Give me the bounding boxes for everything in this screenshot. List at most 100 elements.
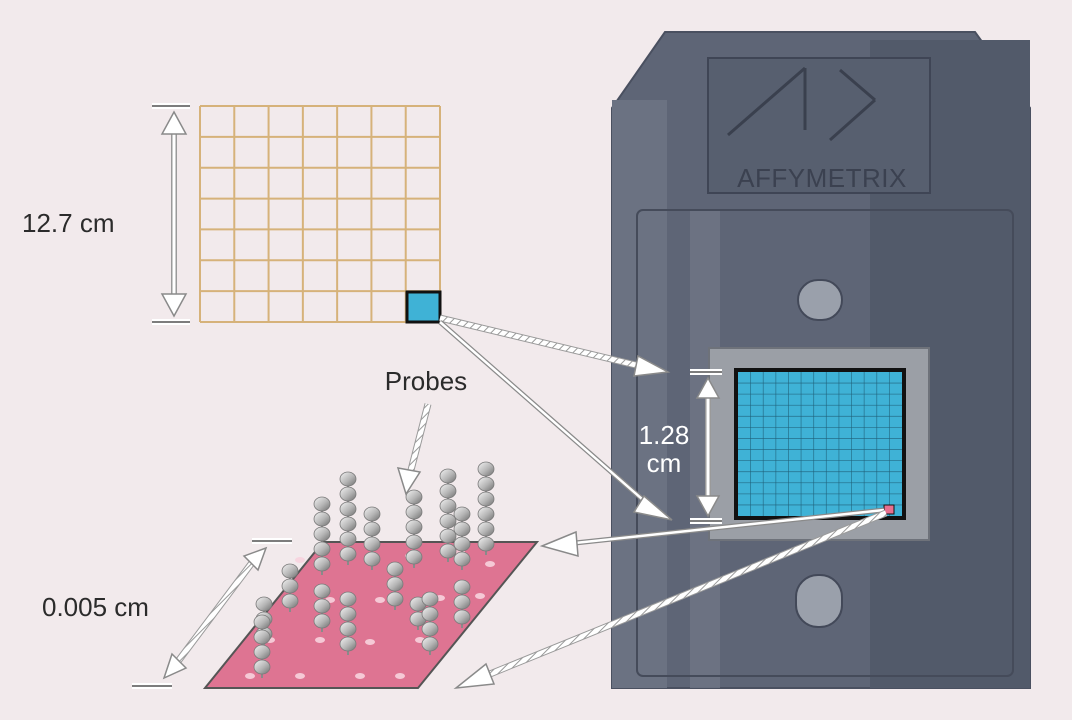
wafer-height-label: 12.7 cm	[22, 208, 115, 238]
probe-bead	[477, 506, 495, 522]
probe-strand	[253, 614, 271, 678]
probe-bead	[339, 606, 357, 622]
arrowhead-icon	[539, 530, 579, 558]
chip-dimension	[690, 369, 722, 524]
probe-bead	[281, 578, 299, 594]
probe-strand	[313, 583, 331, 632]
probe-bead	[281, 563, 299, 579]
probe-bead	[405, 504, 423, 520]
wafer-grid	[199, 105, 441, 323]
down-arrowhead-icon	[160, 293, 188, 318]
probe-bead	[421, 621, 439, 637]
probe-bead	[477, 521, 495, 537]
probe-strand	[281, 563, 299, 612]
attachment-dot	[295, 557, 305, 563]
probe-bead	[363, 536, 381, 552]
probe-bead	[421, 606, 439, 622]
probe-bead	[281, 593, 299, 609]
probe-bead	[453, 536, 471, 552]
probe-bead	[339, 546, 357, 562]
probe-bead	[453, 506, 471, 522]
arrowhead-icon	[632, 494, 673, 521]
probe-bead	[339, 636, 357, 652]
probe-bead	[339, 471, 357, 487]
arrowhead-icon	[633, 354, 671, 377]
probe-bead	[253, 659, 271, 675]
up-arrowhead-icon	[695, 376, 721, 399]
chip-feature-cell	[883, 504, 895, 515]
probe-bead	[339, 501, 357, 517]
probe-bead	[477, 461, 495, 477]
probe-bead	[313, 496, 331, 512]
probe-bead	[339, 516, 357, 532]
probe-strand	[386, 561, 404, 610]
wafer-highlight-cell	[405, 290, 442, 324]
probe-bead	[363, 521, 381, 537]
arrowhead-icon	[396, 467, 422, 496]
probe-strand	[339, 471, 357, 565]
probe-strand	[405, 489, 423, 568]
probe-bead	[386, 561, 404, 577]
probe-strand	[339, 591, 357, 655]
arrowhead-icon	[453, 662, 496, 690]
probe-bead	[405, 519, 423, 535]
probe-bead	[255, 596, 273, 612]
probe-bead	[313, 511, 331, 527]
chip-array-grid	[738, 372, 902, 516]
feature-height-label: 0.005 cm	[42, 592, 149, 622]
probe-bead	[477, 491, 495, 507]
probe-bead	[313, 613, 331, 629]
probe-bead	[421, 591, 439, 607]
probe-bead	[313, 541, 331, 557]
probe-bead	[439, 483, 457, 499]
probe-strand	[439, 468, 457, 562]
chip-body-left-shade	[612, 100, 667, 688]
wafer-dimension	[152, 103, 190, 325]
wafer	[199, 105, 442, 324]
feature-dimension	[132, 538, 292, 689]
connector-arrows	[438, 314, 888, 690]
probe-bead	[453, 579, 471, 595]
attachment-dot	[375, 597, 385, 603]
probe-strand	[453, 579, 471, 628]
probe-bead	[313, 556, 331, 572]
probe-strand	[477, 461, 495, 555]
chip-top-hole	[797, 279, 843, 321]
probe-bead	[439, 513, 457, 529]
probe-bead	[439, 468, 457, 484]
probe-strand	[453, 506, 471, 570]
probe-bead	[339, 531, 357, 547]
probe-bead	[453, 609, 471, 625]
probe-bead	[339, 621, 357, 637]
probe-bead	[439, 543, 457, 559]
probe-bead	[405, 549, 423, 565]
probes-label: Probes	[385, 366, 467, 396]
chip-brand-text: AFFYMETRIX	[737, 163, 907, 193]
probe-bead	[253, 614, 271, 630]
attachment-dot	[485, 561, 495, 567]
probe-bead	[339, 591, 357, 607]
probe-bead	[363, 506, 381, 522]
probe-bead	[339, 486, 357, 502]
probe-bead	[453, 551, 471, 567]
probe-bead	[477, 536, 495, 552]
probe-bead	[477, 476, 495, 492]
attachment-dot	[245, 673, 255, 679]
probe-bead	[453, 521, 471, 537]
probe-strand	[421, 591, 439, 655]
attachment-dot	[475, 593, 485, 599]
probe-bead	[313, 526, 331, 542]
probe-bead	[313, 598, 331, 614]
chip-array	[734, 368, 906, 520]
chip-height-label-line1: 1.28	[639, 420, 690, 450]
attachment-dot	[365, 639, 375, 645]
probe-bead	[253, 629, 271, 645]
probe-strand	[313, 496, 331, 575]
down-arrowhead-icon	[162, 652, 188, 680]
attachment-dot	[315, 637, 325, 643]
probe-bead	[439, 498, 457, 514]
probe-bead	[421, 636, 439, 652]
up-arrowhead-icon	[242, 546, 268, 572]
